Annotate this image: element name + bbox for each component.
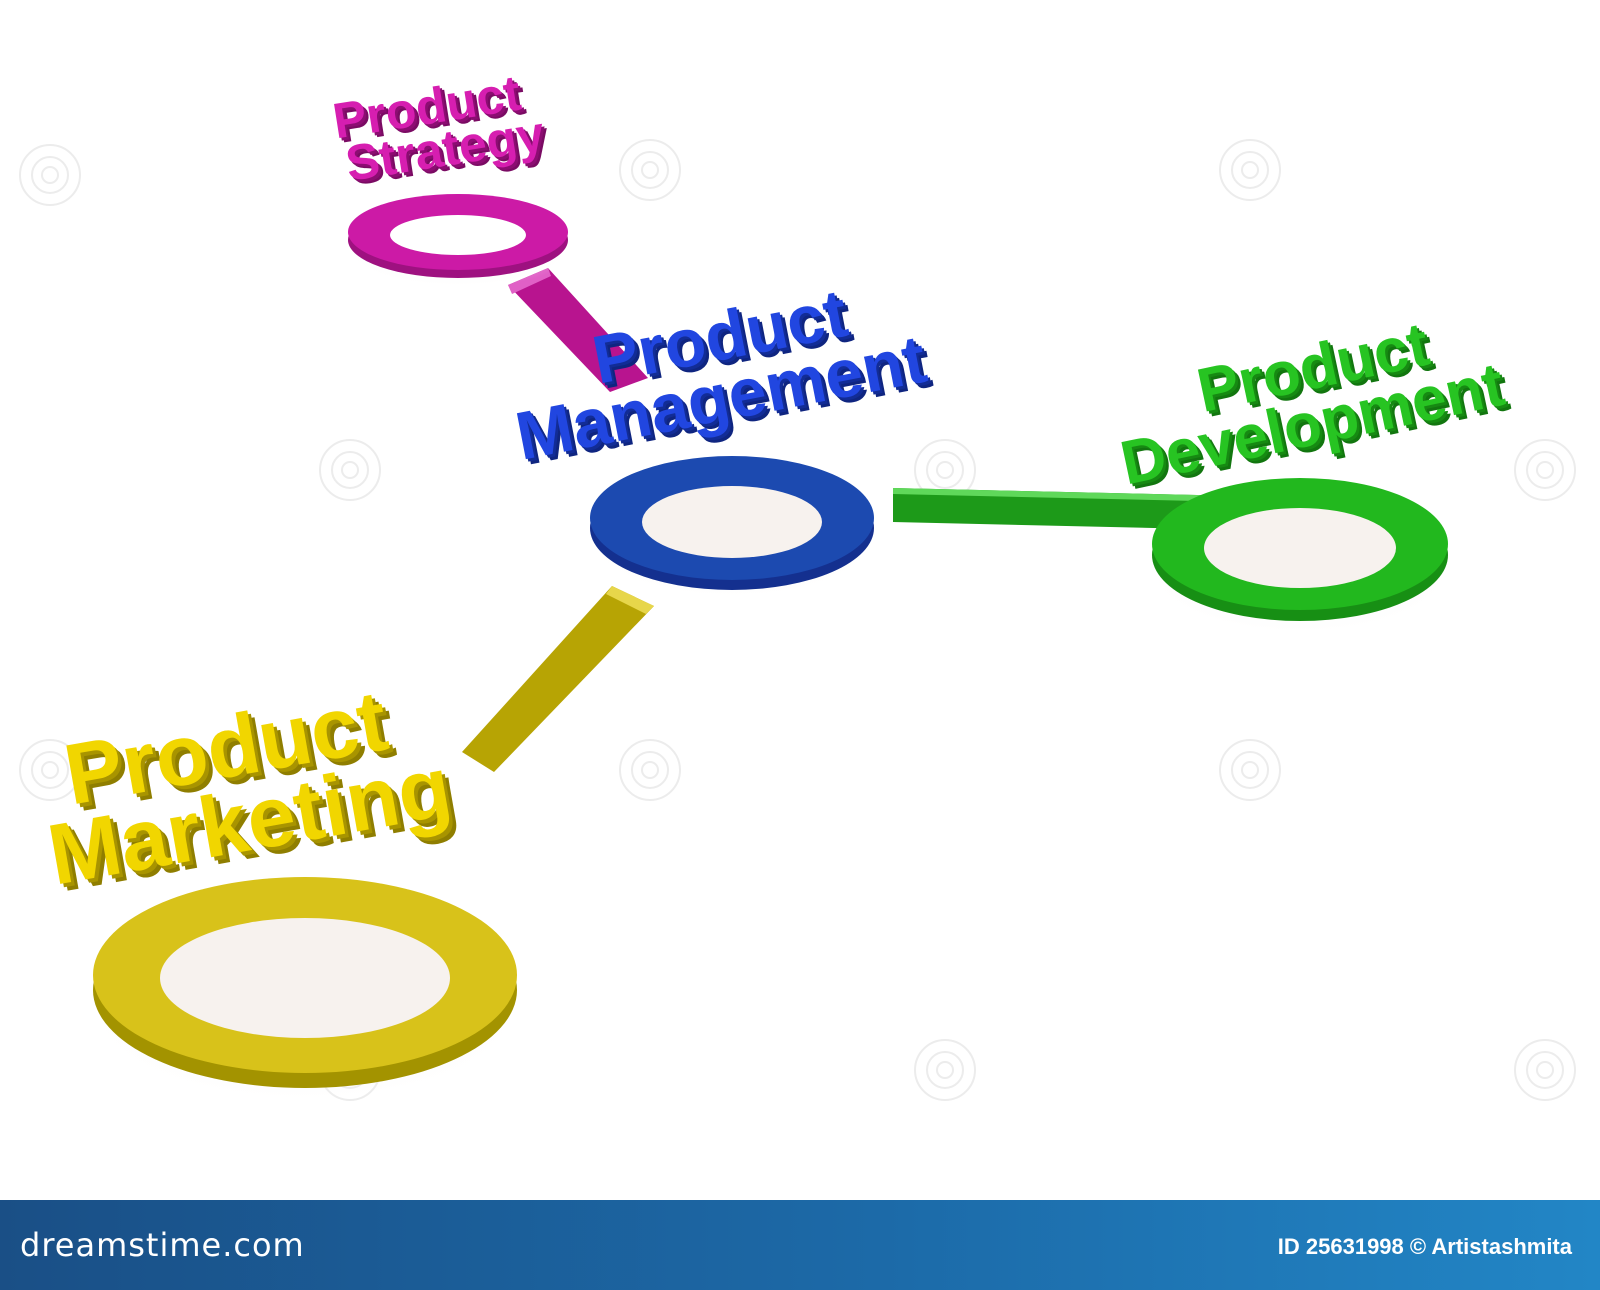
footer-bar: dreamstime.com ID 25631998 © Artistashmi… — [0, 1200, 1600, 1290]
footer-brand[interactable]: dreamstime.com — [20, 1226, 305, 1264]
ring-development — [1142, 478, 1458, 636]
diagram-canvas — [19, 139, 1576, 1105]
connector-management-marketing — [462, 586, 654, 772]
ring-management — [582, 456, 882, 600]
ring-strategy — [342, 194, 574, 288]
footer-id-credit: ID 25631998 © Artistashmita — [1277, 1234, 1572, 1259]
ring-marketing — [80, 877, 530, 1105]
connector-management-development — [893, 488, 1240, 530]
